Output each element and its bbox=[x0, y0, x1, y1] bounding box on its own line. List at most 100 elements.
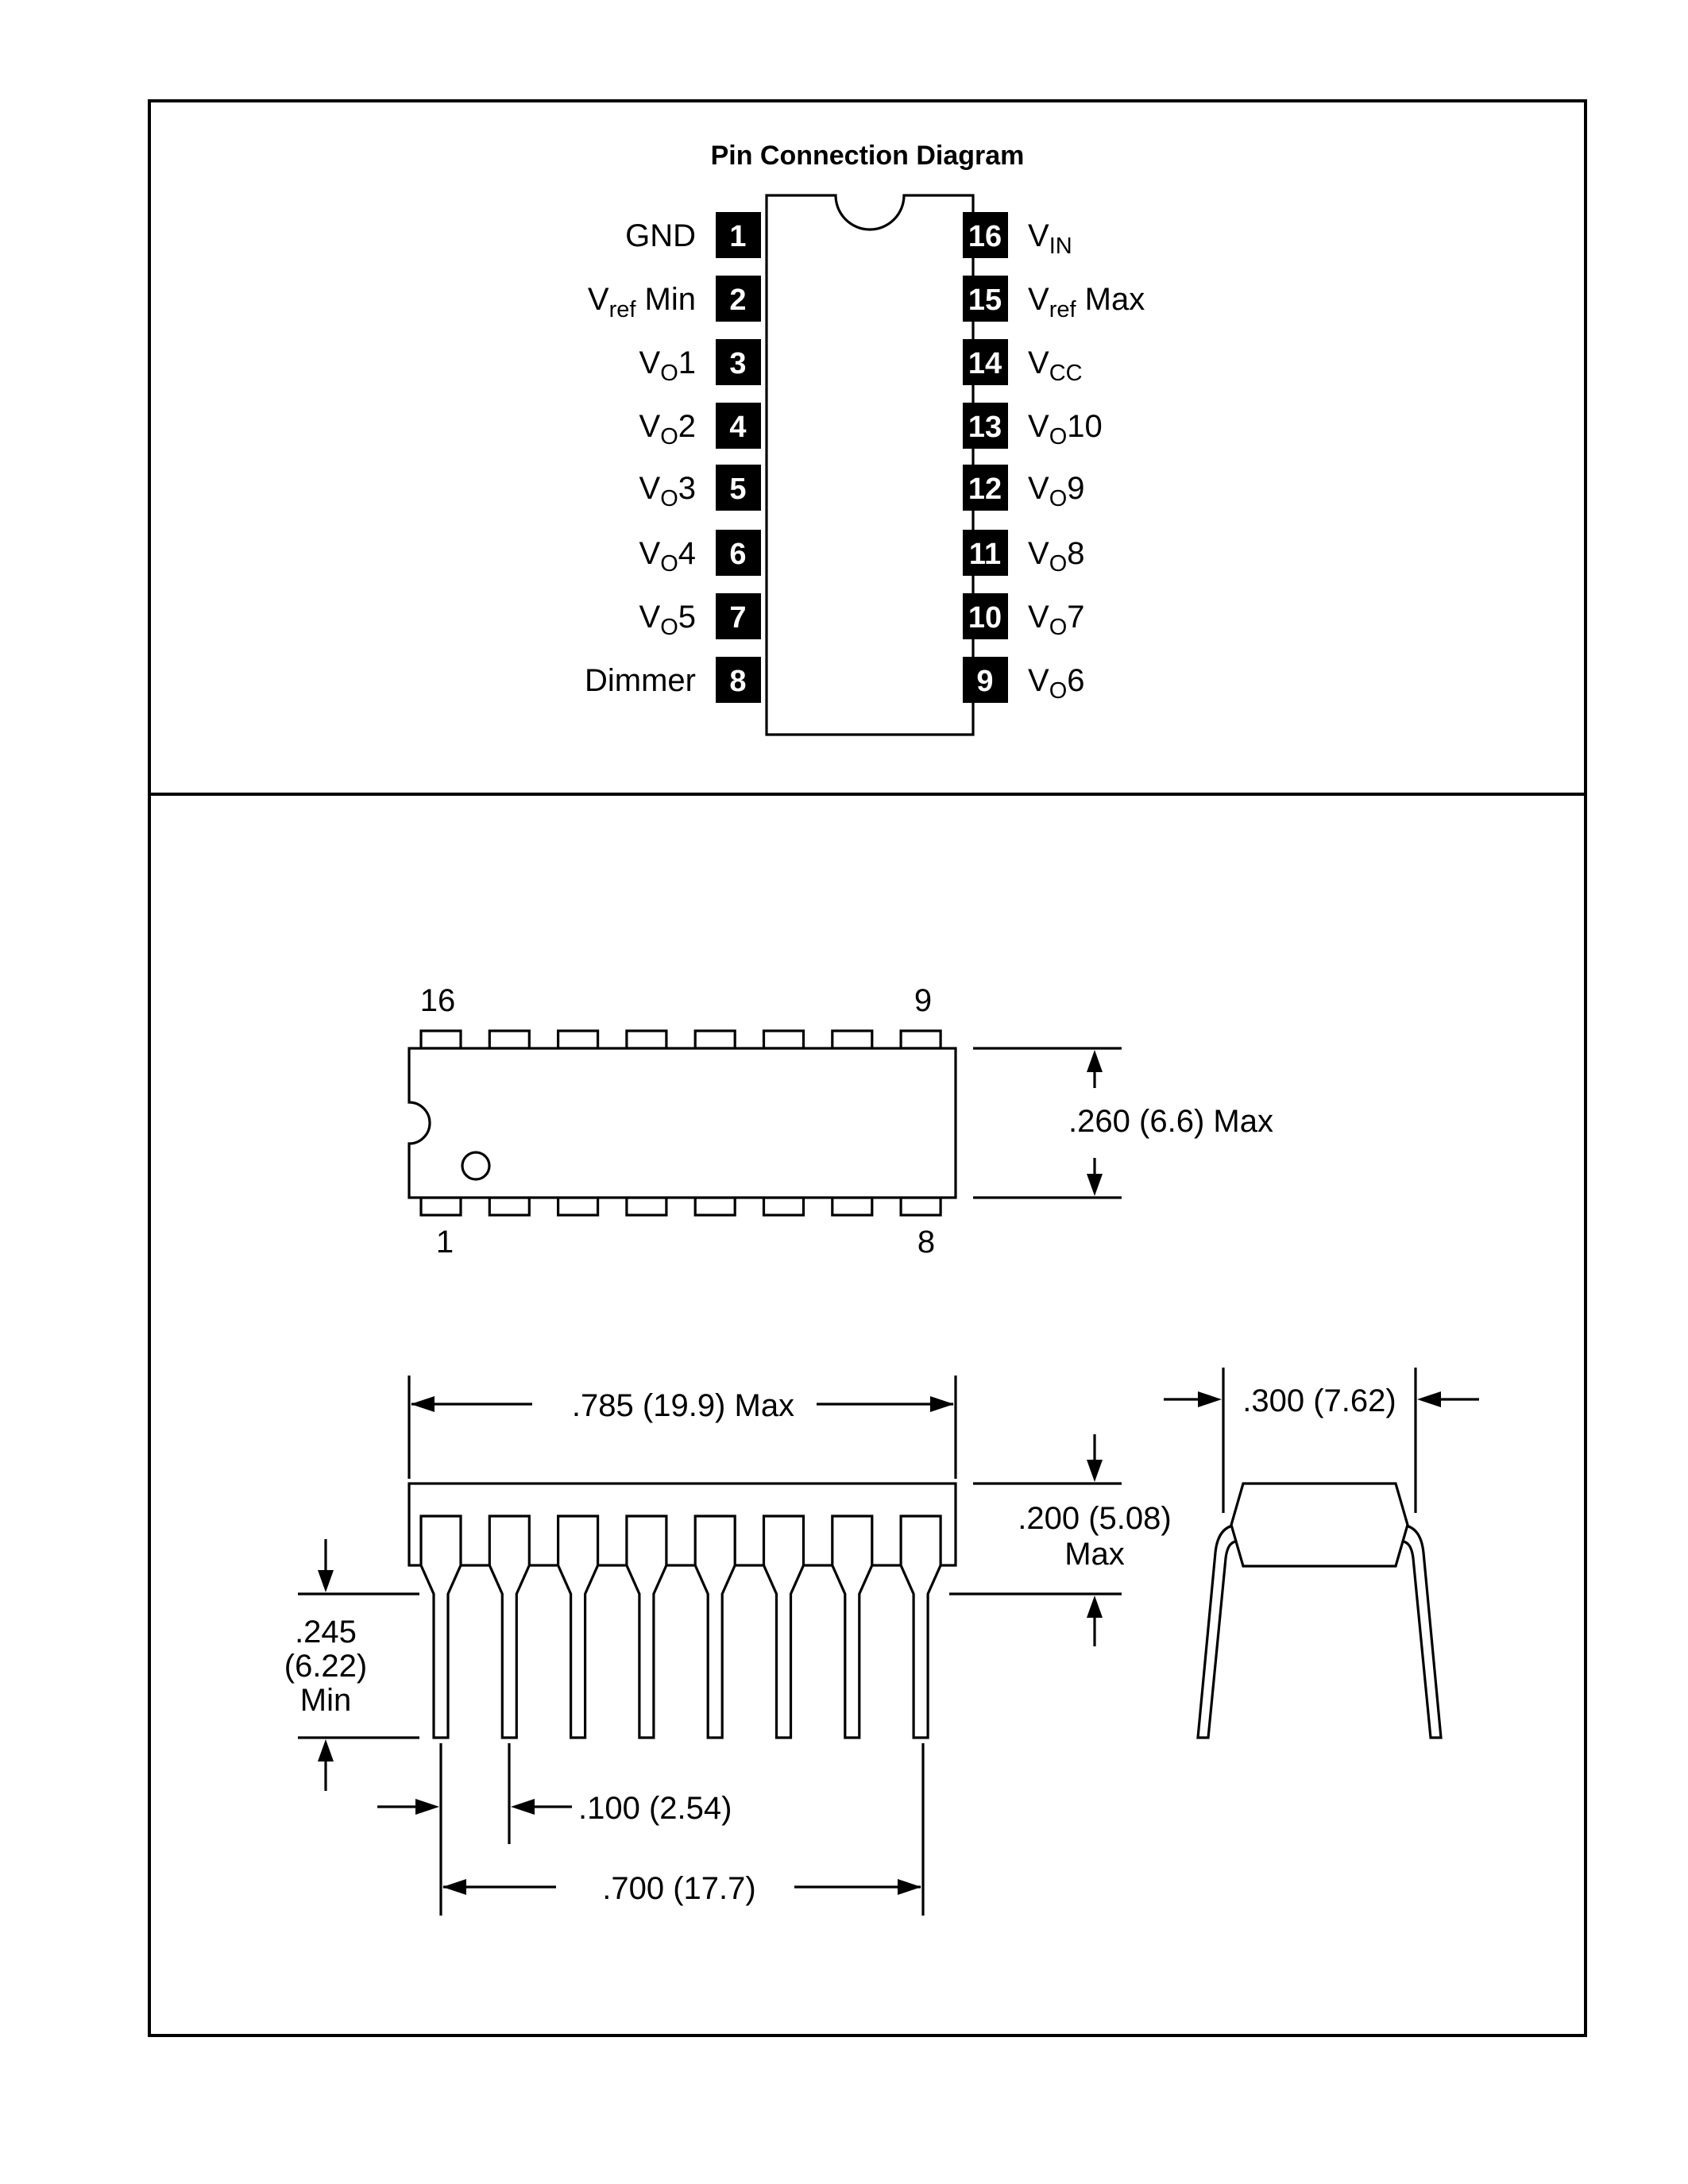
height-dimension-label-line2: Max bbox=[1064, 1537, 1125, 1572]
package-drawing: 16 9 1 8 .260 (6.6) Max . bbox=[284, 983, 1479, 1916]
pin-name: VO5 bbox=[639, 600, 697, 640]
top-view: 16 9 1 8 .260 (6.6) Max bbox=[408, 983, 1273, 1260]
pin-number-box bbox=[963, 339, 1008, 385]
corner-label-9: 9 bbox=[914, 983, 932, 1018]
lead-length-arrow-upper bbox=[318, 1570, 334, 1592]
span-arrow-left bbox=[442, 1879, 466, 1895]
width-dim-arrow-lower bbox=[1087, 1174, 1103, 1196]
top-view-lead bbox=[419, 1029, 462, 1050]
pitch-arrow-right bbox=[511, 1799, 535, 1815]
pitch-arrow-left bbox=[415, 1799, 439, 1815]
lead-length-label-line3: Min bbox=[300, 1683, 351, 1718]
row-spacing-arrow-left bbox=[1198, 1391, 1222, 1407]
top-view-lead bbox=[488, 1029, 531, 1050]
height-arrow-upper bbox=[1087, 1460, 1103, 1482]
end-view-lead-right bbox=[1397, 1523, 1443, 1739]
pin-number: 14 bbox=[968, 347, 1002, 380]
pin-diagram-title: Pin Connection Diagram bbox=[711, 141, 1025, 171]
pin-name: VCC bbox=[1028, 345, 1083, 386]
pin-name: VO8 bbox=[1028, 536, 1085, 577]
top-view-lead bbox=[762, 1196, 805, 1217]
pin-number-box bbox=[716, 339, 761, 385]
pin-number: 11 bbox=[969, 538, 1001, 571]
side-view: .785 (19.9) Max .200 (5.08) Max .245 (6.… bbox=[284, 1376, 1172, 1916]
pin-14: 14 VCC bbox=[963, 339, 1083, 386]
pin-number: 12 bbox=[968, 473, 1002, 506]
pin-name: VO4 bbox=[639, 536, 697, 577]
pin-number-box bbox=[716, 403, 761, 449]
pin-number-box bbox=[963, 657, 1008, 703]
top-view-lower-leads bbox=[419, 1196, 942, 1217]
pin-name: VO6 bbox=[1028, 663, 1085, 704]
pin-number: 1 bbox=[729, 220, 746, 253]
pin-6: 6 VO4 bbox=[639, 530, 761, 577]
length-dimension-label: .785 (19.9) Max bbox=[572, 1388, 794, 1423]
pin-name: VO1 bbox=[639, 345, 697, 386]
pin-number-box bbox=[716, 212, 761, 258]
side-view-lead bbox=[488, 1515, 531, 1739]
side-view-lead bbox=[693, 1515, 736, 1739]
top-view-lead bbox=[762, 1029, 805, 1050]
lead-length-arrow-lower bbox=[318, 1739, 334, 1761]
top-view-lead bbox=[556, 1196, 600, 1217]
pin-name: Vref Min bbox=[588, 282, 696, 322]
top-view-lead bbox=[625, 1029, 668, 1050]
end-view-body bbox=[1230, 1482, 1409, 1568]
top-view-lead bbox=[899, 1196, 942, 1217]
height-arrow-lower bbox=[1087, 1596, 1103, 1618]
side-view-lead bbox=[419, 1515, 462, 1739]
pin-number: 13 bbox=[968, 411, 1002, 444]
pin-11: 11 VO8 bbox=[963, 530, 1085, 577]
row-spacing-dimension-label: .300 (7.62) bbox=[1242, 1383, 1396, 1418]
top-view-lead bbox=[693, 1196, 736, 1217]
pin-number: 8 bbox=[729, 665, 746, 698]
side-view-lead bbox=[899, 1515, 942, 1739]
top-view-lead bbox=[831, 1029, 874, 1050]
side-view-leads bbox=[419, 1515, 942, 1739]
pin-number: 4 bbox=[729, 411, 746, 444]
pin-number: 6 bbox=[729, 538, 746, 571]
pin-name: VO2 bbox=[639, 409, 697, 450]
side-view-lead bbox=[831, 1515, 874, 1739]
pin-number-box bbox=[963, 530, 1008, 576]
pin-number-box bbox=[716, 593, 761, 639]
pin-1: 1 GND bbox=[625, 212, 761, 258]
side-view-lead bbox=[762, 1515, 805, 1739]
pin-number: 10 bbox=[968, 601, 1002, 635]
top-view-lead bbox=[899, 1029, 942, 1050]
ic-body bbox=[765, 194, 975, 736]
top-view-lead bbox=[419, 1196, 462, 1217]
pin-number: 9 bbox=[976, 665, 993, 698]
lead-length-label-line1: .245 bbox=[295, 1615, 357, 1650]
pin-name: VO9 bbox=[1028, 471, 1085, 511]
corner-label-16: 16 bbox=[420, 983, 456, 1018]
pin-12: 12 VO9 bbox=[963, 465, 1085, 511]
span-arrow-right bbox=[898, 1879, 921, 1895]
top-view-lead bbox=[625, 1196, 668, 1217]
pin-number-box bbox=[716, 276, 761, 322]
width-dimension-label: .260 (6.6) Max bbox=[1068, 1104, 1273, 1139]
height-dimension-label-line1: .200 (5.08) bbox=[1018, 1501, 1171, 1536]
pin-number: 15 bbox=[968, 284, 1002, 317]
top-view-lead bbox=[556, 1029, 600, 1050]
row-spacing-arrow-right bbox=[1417, 1391, 1441, 1407]
pin-9: 9 VO6 bbox=[963, 657, 1085, 704]
pin-name: GND bbox=[625, 218, 696, 253]
pin-number-box bbox=[716, 530, 761, 576]
pitch-dimension-label: .100 (2.54) bbox=[578, 1791, 732, 1826]
corner-label-8: 8 bbox=[917, 1225, 935, 1260]
side-view-lead bbox=[625, 1515, 668, 1739]
top-view-lead bbox=[488, 1196, 531, 1217]
